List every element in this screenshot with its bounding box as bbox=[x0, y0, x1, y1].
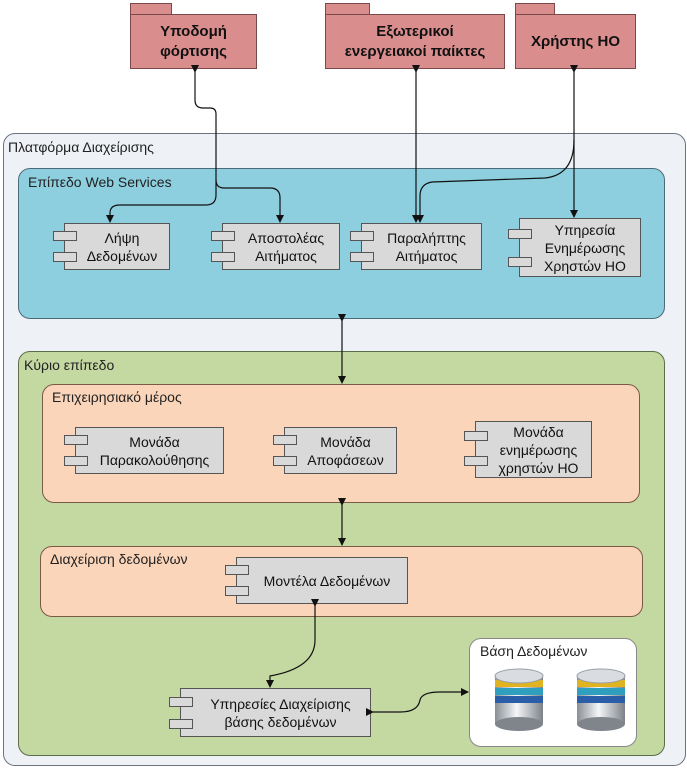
data-management-title: Διαχείριση δεδομένων bbox=[50, 551, 188, 567]
component-port bbox=[273, 435, 297, 445]
request-sender-component: Αποστολέας Αιτήματος bbox=[211, 223, 340, 270]
component-port bbox=[53, 252, 77, 262]
ev-user-update-service-component: Υπηρεσία Ενημέρωσης Χρηστών ΗΟ bbox=[508, 218, 641, 277]
component-label: Μονάδα Αποφάσεων bbox=[307, 433, 384, 468]
component-port bbox=[53, 231, 77, 241]
component-label: Μοντέλα Δεδομένων bbox=[263, 572, 391, 589]
component-port bbox=[508, 229, 532, 239]
data-reception-component: Λήψη Δεδομένων bbox=[53, 223, 170, 270]
component-port bbox=[273, 456, 297, 466]
database-title: Βάση Δεδομένων bbox=[480, 643, 588, 659]
component-label: Υπηρεσίες Διαχείρισης βάσης δεδομένων bbox=[210, 695, 351, 730]
database-icon bbox=[576, 668, 626, 731]
database-management-services-component: Υπηρεσίες Διαχείρισης βάσης δεδομένων bbox=[169, 688, 371, 737]
component-label: Λήψη Δεδομένων bbox=[86, 229, 158, 264]
component-port bbox=[350, 252, 374, 262]
component-port bbox=[169, 697, 193, 707]
component-port bbox=[464, 456, 488, 466]
component-label: Υπηρεσία Ενημέρωσης Χρηστών ΗΟ bbox=[544, 221, 626, 274]
ev-user-update-unit-component: Μονάδα ενημέρωσης χρηστών ΗΟ bbox=[464, 421, 592, 478]
component-label: Μονάδα Παρακολούθησης bbox=[99, 433, 210, 468]
charging-infrastructure-package: Υποδομή φόρτισης bbox=[130, 14, 257, 69]
ev-user-package: Χρήστης ΗΟ bbox=[515, 14, 636, 69]
request-receiver-component: Παραλήπτης Αιτήματος bbox=[350, 223, 482, 270]
component-port bbox=[211, 231, 235, 241]
component-port bbox=[225, 586, 249, 596]
core-layer-title: Κύριο επίπεδο bbox=[24, 357, 115, 373]
platform-title: Πλατφόρμα Διαχείρισης bbox=[8, 139, 154, 155]
component-port bbox=[64, 456, 88, 466]
web-services-title: Επίπεδο Web Services bbox=[28, 174, 172, 190]
component-label: Παραλήπτης Αιτήματος bbox=[387, 229, 466, 264]
decision-unit-component: Μονάδα Αποφάσεων bbox=[273, 427, 397, 474]
monitoring-unit-component: Μονάδα Παρακολούθησης bbox=[64, 427, 224, 474]
energy-players-package: Εξωτερικοί ενεργειακοί παίκτες bbox=[325, 14, 505, 69]
business-part-title: Επιχειρησιακό μέρος bbox=[52, 389, 182, 405]
component-label: Αποστολέας Αιτήματος bbox=[247, 229, 325, 264]
data-models-component: Μοντέλα Δεδομένων bbox=[225, 557, 408, 604]
component-port bbox=[508, 257, 532, 267]
component-port bbox=[350, 231, 374, 241]
component-port bbox=[169, 719, 193, 729]
component-port bbox=[464, 431, 488, 441]
component-label: Μονάδα ενημέρωσης χρηστών ΗΟ bbox=[498, 423, 579, 476]
database-icon bbox=[494, 668, 544, 731]
component-port bbox=[64, 435, 88, 445]
component-port bbox=[211, 252, 235, 262]
component-port bbox=[225, 565, 249, 575]
